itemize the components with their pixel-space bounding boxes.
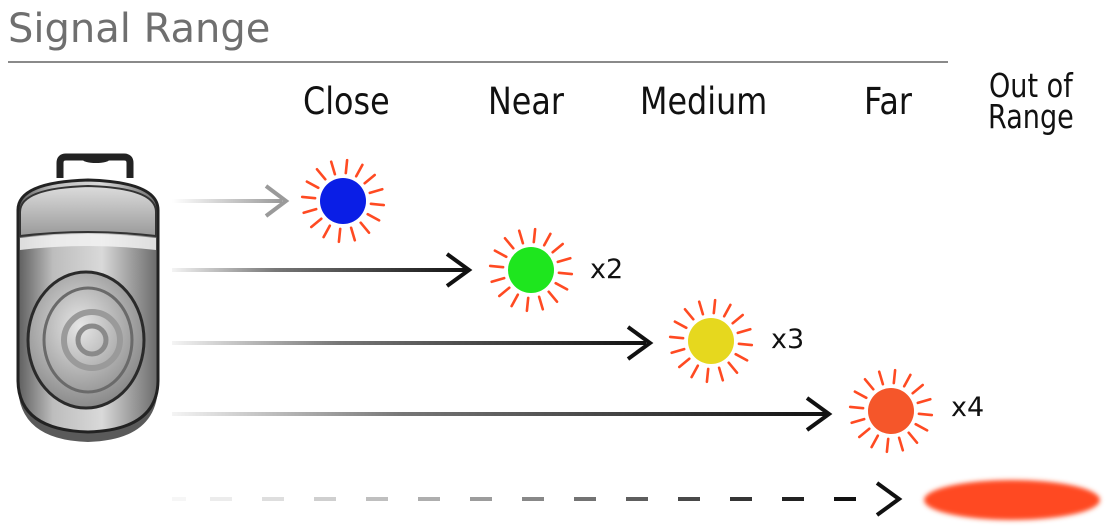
light-ray [354, 163, 364, 178]
light-ray [302, 207, 318, 215]
light-ray [734, 352, 749, 362]
light-ray [532, 227, 537, 244]
light-ray [556, 256, 572, 264]
light-ray [493, 249, 508, 259]
column-label-out-of-range-line2: Range [988, 97, 1074, 136]
light-ray [850, 417, 866, 425]
light-ray [877, 370, 885, 386]
light-ray [870, 434, 880, 449]
light-medium [668, 298, 754, 384]
light-ray [848, 405, 865, 410]
column-label-medium: Medium [640, 80, 768, 123]
light-ray [727, 361, 739, 375]
light-ray [736, 327, 752, 335]
light-ray [525, 296, 530, 313]
light-ray [503, 237, 515, 250]
light-ray [717, 366, 725, 382]
light-bulb [320, 178, 366, 224]
out-of-range-indicator [924, 480, 1100, 520]
signal-ray-medium [172, 325, 654, 361]
light-ray [309, 217, 323, 229]
light-ray [329, 160, 337, 176]
multiplier-label-near: x2 [590, 254, 624, 285]
light-ray [300, 195, 317, 200]
light-bulb [688, 318, 734, 364]
light-ray [731, 313, 745, 325]
light-ray [542, 232, 552, 247]
light-far [848, 368, 934, 454]
title-divider [8, 61, 948, 63]
light-ray [690, 364, 700, 379]
column-label-close: Close [303, 80, 390, 123]
light-ray [488, 264, 505, 269]
light-ray [490, 276, 506, 284]
light-ray [712, 298, 717, 315]
light-ray [677, 357, 691, 369]
light-ray [892, 368, 897, 385]
light-ray [349, 226, 357, 242]
light-ray [885, 437, 890, 454]
page-title: Signal Range [8, 6, 271, 52]
light-ray [322, 224, 332, 239]
light-ray [344, 158, 349, 175]
light-ray [497, 286, 511, 298]
light-ray [907, 431, 919, 445]
light-ray [857, 427, 871, 439]
light-ray [897, 436, 905, 452]
light-ray [315, 168, 327, 181]
light-ray [305, 180, 320, 190]
light-ray [914, 422, 929, 432]
light-bulb [508, 247, 554, 293]
light-ray [917, 412, 934, 417]
light-ray [737, 342, 754, 347]
light-ray [359, 221, 371, 234]
device-top-cap [19, 184, 157, 238]
light-ray [916, 397, 932, 405]
light-ray [547, 290, 559, 304]
light-ray [683, 307, 695, 321]
light-bulb [868, 388, 914, 434]
device-lens [26, 270, 146, 410]
light-ray [537, 295, 545, 311]
light-ray [369, 202, 386, 207]
light-ray [363, 173, 377, 185]
light-ray [673, 320, 688, 330]
column-label-far: Far [864, 80, 912, 123]
light-ray [697, 300, 705, 316]
light-ray [554, 281, 569, 291]
light-ray [668, 335, 685, 340]
light-near [488, 227, 574, 313]
light-ray [705, 367, 710, 384]
light-ray [863, 377, 875, 391]
light-ray [337, 227, 342, 244]
column-label-out-of-range-line1: Out of [988, 66, 1073, 105]
light-ray [722, 303, 732, 318]
light-ray [517, 229, 525, 245]
transmitter-device [16, 153, 160, 442]
column-label-near: Near [488, 80, 564, 123]
light-ray [853, 390, 868, 400]
multiplier-label-medium: x3 [771, 324, 805, 355]
signal-ray-far [172, 396, 833, 432]
light-ray [911, 383, 925, 395]
signal-ray-near [172, 252, 473, 288]
signal-ray-close [172, 184, 290, 218]
light-close [300, 158, 386, 244]
light-ray [510, 293, 520, 308]
column-label-out-of-range: Out of Range [988, 66, 1074, 136]
light-ray [557, 271, 574, 276]
light-ray [902, 373, 912, 388]
light-ray [670, 347, 686, 355]
light-ray [551, 242, 565, 254]
multiplier-label-far: x4 [951, 392, 985, 423]
light-ray [368, 187, 384, 195]
signal-ray-out-of-range [172, 481, 903, 517]
light-ray [366, 212, 381, 222]
